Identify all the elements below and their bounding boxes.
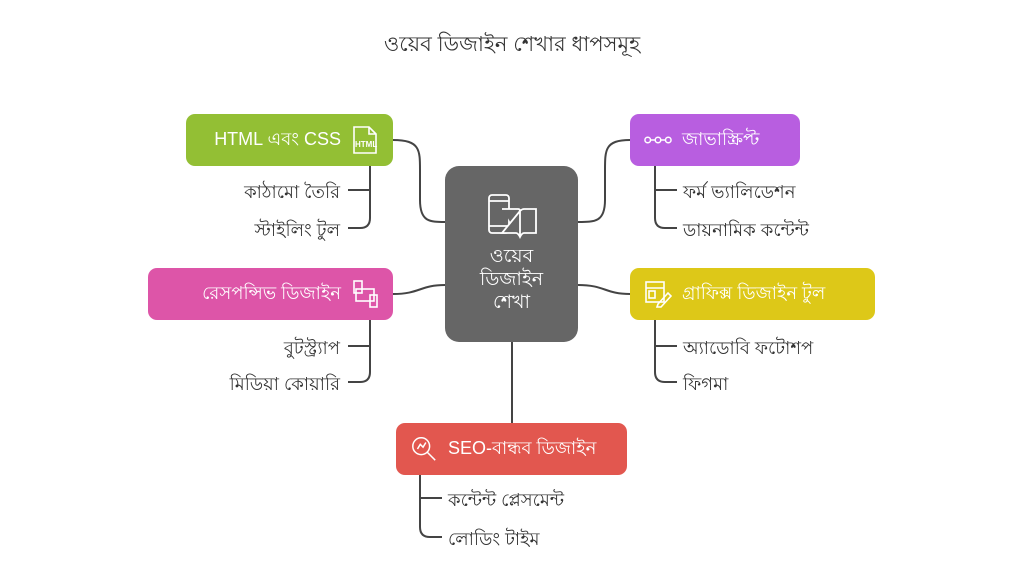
- mobile-book-icon: [486, 193, 538, 246]
- child-dynamic-content: ডায়নামিক কন্টেন্ট: [683, 220, 809, 240]
- branch-label: HTML এবং CSS: [214, 128, 341, 149]
- branch-responsive-design[interactable]: রেসপন্সিভ ডিজাইন: [148, 268, 393, 320]
- diagram-title: ওয়েব ডিজাইন শেখার ধাপসমূহ: [383, 33, 641, 56]
- bracket-seo: [419, 475, 442, 538]
- bracket-js: [654, 166, 677, 229]
- child-loading-time: লোডিং টাইম: [448, 529, 540, 549]
- connector-responsive: [392, 284, 446, 295]
- branch-label: SEO-বান্ধব ডিজাইন: [448, 437, 597, 458]
- svg-text:HTML: HTML: [355, 140, 377, 149]
- connector-js: [577, 139, 631, 223]
- child-structure: কাঠামো তৈরি: [244, 182, 340, 202]
- bracket-html: [348, 166, 371, 229]
- bracket-responsive: [348, 320, 371, 383]
- devices-icon: [351, 280, 379, 308]
- connector-html: [392, 139, 446, 223]
- child-photoshop: অ্যাডোবি ফটোশপ: [683, 338, 814, 358]
- branch-javascript[interactable]: জাভাস্ক্রিপ্ট: [630, 114, 800, 166]
- central-label-line3: শেখা: [493, 291, 530, 313]
- child-bootstrap: বুটস্ট্র্যাপ: [283, 338, 340, 358]
- child-figma: ফিগমা: [683, 374, 729, 394]
- child-styling-tools: স্টাইলিং টুল: [254, 220, 340, 240]
- bracket-graphics: [654, 320, 677, 383]
- child-form-validation: ফর্ম ভ্যালিডেশন: [683, 182, 796, 202]
- central-label-line1: ওয়েব: [489, 246, 534, 268]
- central-topic[interactable]: ওয়েব ডিজাইন শেখা: [445, 166, 578, 342]
- branch-label: জাভাস্ক্রিপ্ট: [682, 128, 760, 149]
- branch-label: গ্রাফিক্স ডিজাইন টুল: [682, 282, 826, 303]
- branch-label: রেসপন্সিভ ডিজাইন: [202, 282, 341, 303]
- central-label-line2: ডিজাইন: [479, 269, 544, 290]
- branch-seo-friendly-design[interactable]: SEO-বান্ধব ডিজাইন: [396, 423, 627, 475]
- child-content-placement: কন্টেন্ট প্লেসমেন্ট: [448, 490, 565, 510]
- branch-graphics-design-tools[interactable]: গ্রাফিক্স ডিজাইন টুল: [630, 268, 875, 320]
- seo-search-icon: [410, 435, 438, 463]
- child-media-query: মিডিয়া কোয়ারি: [229, 374, 340, 394]
- html-file-icon: HTML: [351, 126, 379, 154]
- branch-html-css[interactable]: HTML এবং CSS HTML: [186, 114, 393, 166]
- connector-graphics: [577, 284, 631, 295]
- design-pencil-icon: [644, 280, 672, 308]
- dots-icon: [644, 126, 672, 154]
